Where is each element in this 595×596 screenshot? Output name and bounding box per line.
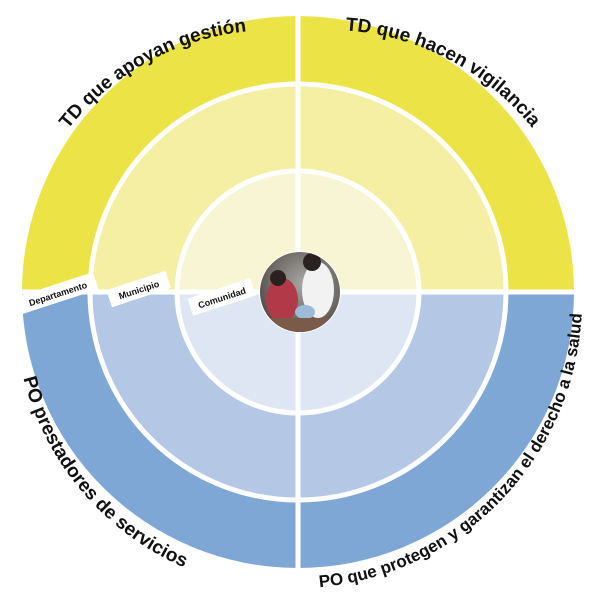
top-left-inner-wedge (177, 171, 298, 292)
bottom-right-inner-wedge (298, 292, 419, 413)
tag-comunidad: Comunidad (187, 278, 256, 316)
bottom-left-inner-wedge (177, 292, 298, 413)
center-photo (259, 251, 341, 333)
top-right-inner-wedge (298, 171, 419, 292)
